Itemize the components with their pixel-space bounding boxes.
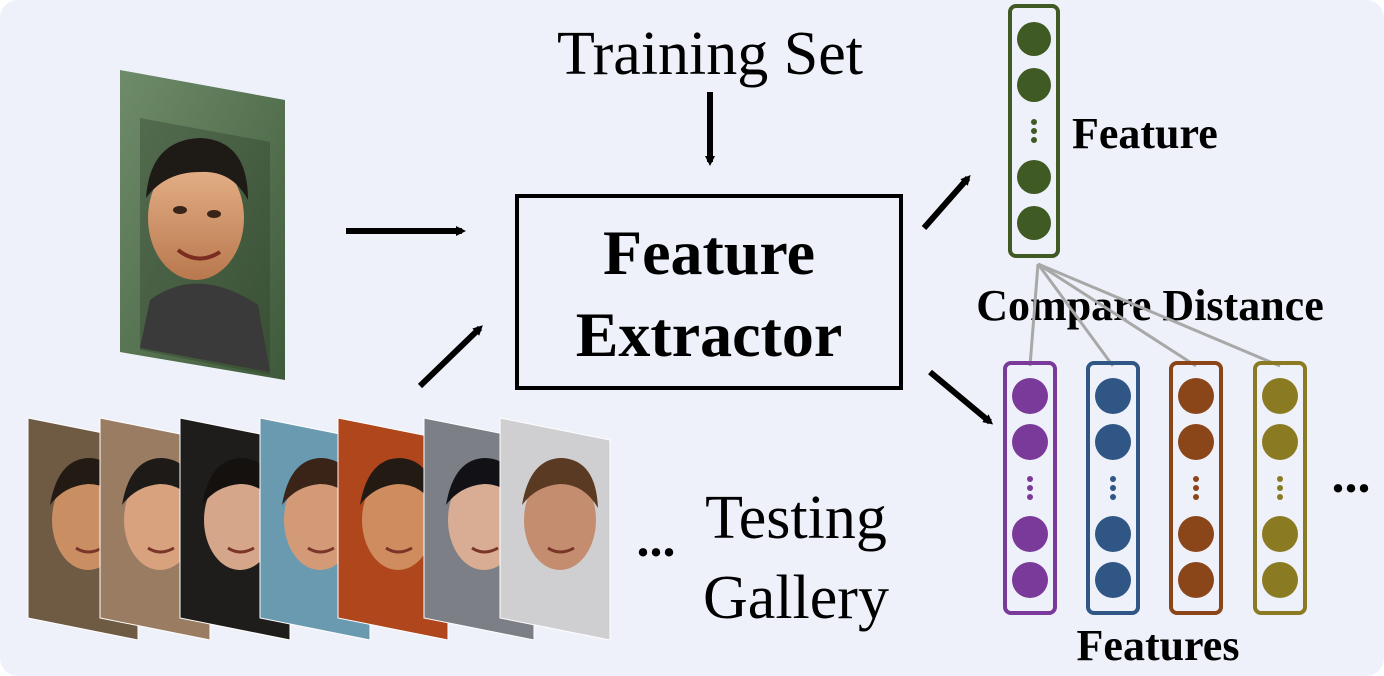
feature-vector-frame [1008,4,1060,258]
comparison-line [1028,263,1040,367]
feature-dot [1012,516,1048,552]
features-ellipsis: ... [1332,447,1371,504]
gallery-feature-column [1086,361,1140,615]
feature-dot [1095,562,1131,598]
feature-ellipsis-dot [1193,494,1199,500]
comparison-line [1037,262,1197,368]
feature-dot [1017,206,1051,240]
comparison-line [1036,263,1115,367]
feature-extractor-box [515,194,903,390]
feature-dot [1262,424,1298,460]
gallery-features-label: Features [1077,621,1240,670]
feature-dot [1262,378,1298,414]
feature-ellipsis-dot [1110,476,1116,482]
gallery-feature-vectors [1003,361,1307,615]
feature-dot [1017,68,1051,102]
testing-gallery-label-line1: Testing [705,484,887,552]
feature-ellipsis-dot [1277,476,1283,482]
feature-dot [1012,562,1048,598]
query-face-image [120,70,285,380]
feature-dot [1017,160,1051,194]
query-feature-vector [1008,4,1060,258]
feature-dot [1178,378,1214,414]
feature-extractor-label-line2: Extractor [576,299,843,370]
gallery-ellipsis: ... [637,511,676,568]
feature-vector-frame [1253,361,1307,615]
gallery-face-images [27,417,611,641]
feature-dot [1095,516,1131,552]
gallery-face [337,417,449,641]
query-feature-column [1008,4,1060,258]
training-set-label: Training Set [557,20,863,88]
feature-ellipsis-dot [1193,476,1199,482]
gallery-feature-column [1003,361,1057,615]
arrow-extractor-to-features [928,369,994,425]
gallery-feature-column [1169,361,1223,615]
feature-dot [1178,516,1214,552]
feature-ellipsis-dot [1031,137,1037,143]
feature-vector-frame [1169,361,1223,615]
query-feature-label: Feature [1072,109,1218,158]
feature-ellipsis-dot [1031,119,1037,125]
feature-ellipsis-dot [1031,128,1037,134]
feature-extractor-label-line1: Feature [603,217,815,288]
feature-vector-frame [1003,361,1057,615]
feature-vector-frame [1086,361,1140,615]
feature-dot [1262,516,1298,552]
feature-dot [1017,22,1051,56]
arrow-extractor-to-feature [921,174,971,230]
feature-dot [1178,424,1214,460]
feature-dot [1012,378,1048,414]
feature-dot [1178,562,1214,598]
feature-ellipsis-dot [1027,485,1033,491]
compare-distance-label: Compare Distance [976,281,1323,330]
feature-ellipsis-dot [1027,494,1033,500]
feature-ellipsis-dot [1193,485,1199,491]
gallery-face [499,417,611,641]
feature-ellipsis-dot [1110,494,1116,500]
arrow-gallery-to-extractor [417,325,483,389]
gallery-feature-column [1253,361,1307,615]
comparison-line [1037,262,1281,368]
feature-ellipsis-dot [1027,476,1033,482]
feature-ellipsis-dot [1277,494,1283,500]
feature-ellipsis-dot [1110,485,1116,491]
comparison-lines [1028,262,1281,368]
feature-dot [1012,424,1048,460]
feature-ellipsis-dot [1277,485,1283,491]
feature-dot [1095,424,1131,460]
feature-dot [1095,378,1131,414]
testing-gallery-label-line2: Gallery [703,564,889,632]
feature-dot [1262,562,1298,598]
